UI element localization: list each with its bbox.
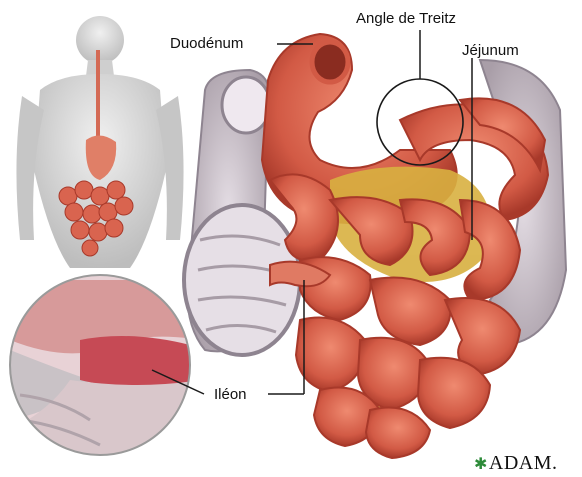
label-angle-de-treitz: Angle de Treitz <box>356 10 456 27</box>
adam-logo-text: ADAM. <box>489 452 558 474</box>
label-jejunum: Jéjunum <box>462 42 519 59</box>
inset-magnification <box>10 275 200 460</box>
body-figure <box>16 16 183 268</box>
label-ileon: Iléon <box>214 386 247 403</box>
label-duodenum: Duodénum <box>170 35 243 52</box>
adam-logo-icon: ✱ <box>474 456 488 473</box>
adam-logo: ✱ADAM. <box>474 452 558 475</box>
